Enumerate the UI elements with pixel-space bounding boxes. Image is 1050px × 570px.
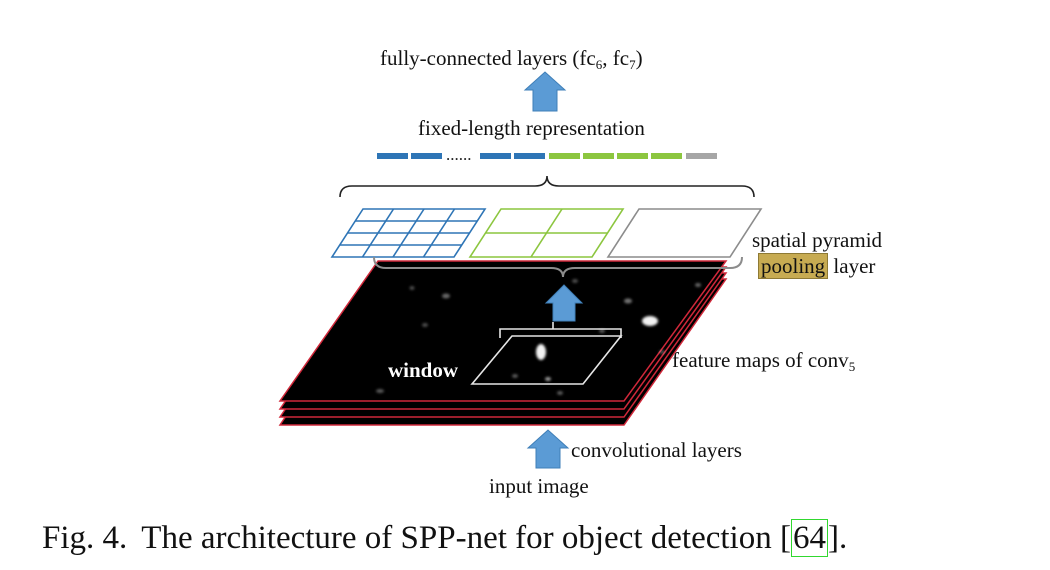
brace-window — [499, 322, 622, 338]
citation-link[interactable]: 64 — [790, 519, 828, 557]
conv-layers-label: convolutional layers — [571, 438, 742, 462]
bin-green — [651, 153, 682, 159]
brace-pyramid — [373, 256, 743, 278]
activation-spots — [376, 279, 701, 395]
figure-number: Fig. 4. — [42, 520, 128, 556]
bin-blue — [480, 153, 511, 159]
feature-maps-label: feature maps of conv5 — [672, 348, 856, 374]
pyramid-grid-2x2 — [468, 208, 625, 258]
layer-word: layer — [833, 254, 876, 278]
pooling-highlight: pooling — [758, 253, 829, 279]
arrow-up-icon-input — [526, 429, 570, 469]
bin-gray — [686, 153, 717, 159]
arrow-up-icon-fc — [523, 71, 567, 112]
bin-green — [549, 153, 580, 159]
caption-text: The architecture of SPP-net for object d… — [141, 520, 791, 556]
bin-green — [617, 153, 648, 159]
bins-ellipsis: ...... — [446, 145, 472, 164]
spp-label-line1: spatial pyramid — [752, 228, 883, 252]
window-label: window — [388, 358, 459, 382]
bin-blue — [411, 153, 442, 159]
feature-map-stack — [278, 260, 728, 426]
pyramid-grid-1x1 — [606, 208, 763, 258]
arrow-up-icon-window — [544, 284, 584, 322]
caption-close: ]. — [827, 520, 848, 556]
bin-blue — [514, 153, 545, 159]
bin-blue — [377, 153, 408, 159]
input-image-label: input image — [489, 474, 589, 498]
window-outline — [470, 335, 623, 385]
brace-top — [339, 175, 755, 198]
fixed-length-vector — [377, 153, 717, 159]
fixed-length-label: fixed-length representation — [418, 116, 645, 140]
figure-caption: Fig. 4. The architecture of SPP-net for o… — [42, 518, 847, 558]
feature-map-top — [278, 260, 728, 402]
spp-label-line2: pooling layer — [758, 253, 876, 279]
pyramid-grid-4x4 — [330, 208, 487, 258]
fc-layers-label: fully-connected layers (fc6, fc7) — [380, 46, 643, 72]
bin-green — [583, 153, 614, 159]
